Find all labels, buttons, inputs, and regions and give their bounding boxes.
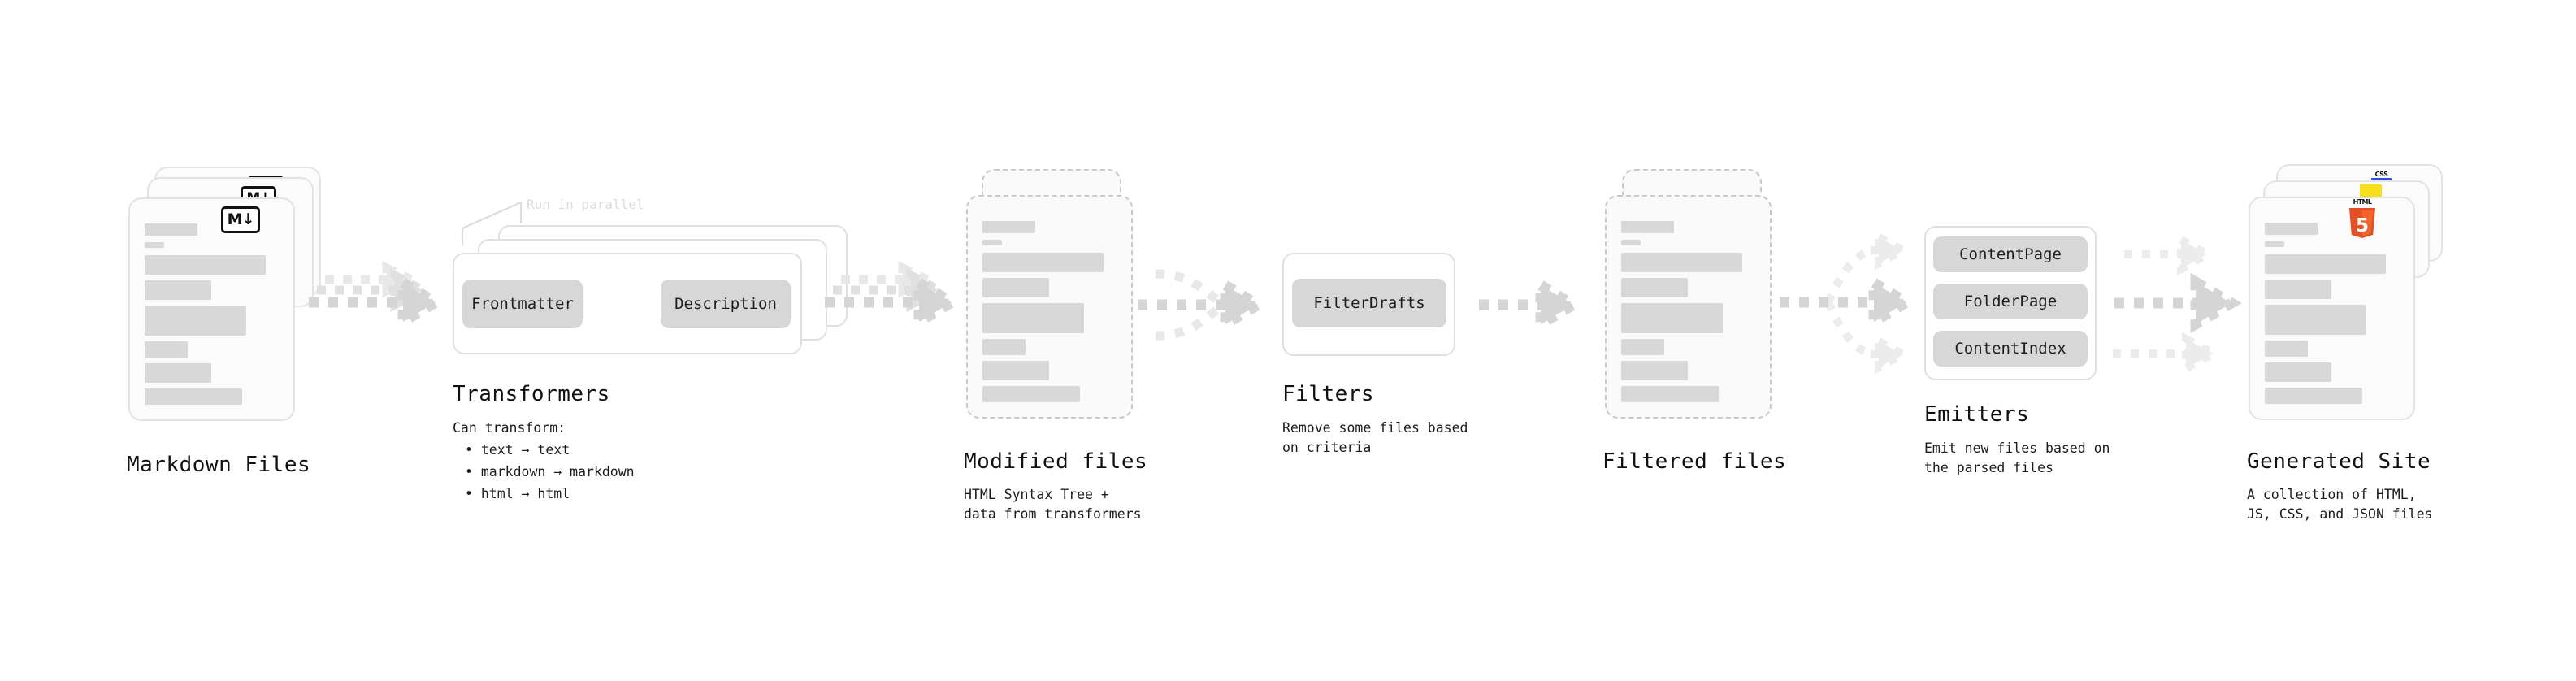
- card-line: [2265, 305, 2366, 335]
- card-line: [2265, 362, 2331, 382]
- stage-title-transformers: Transformers: [453, 382, 610, 406]
- card-line: [1621, 339, 1664, 355]
- connector-filtered-to-emitters: [1780, 230, 1917, 375]
- card-line: [1621, 221, 1674, 233]
- modified-file-card-front: [966, 195, 1133, 419]
- card-line: [2265, 254, 2386, 274]
- card-line: [2265, 241, 2284, 247]
- markdown-badge-arrow: ↓: [241, 210, 255, 228]
- transformers-subtitle: Can transform:: [453, 420, 566, 436]
- card-line: [1621, 278, 1688, 297]
- stage-title-filtered-files: Filtered files: [1602, 449, 1787, 474]
- filtered-file-card-front: [1605, 195, 1772, 419]
- card-line: [145, 341, 188, 358]
- card-line: [982, 240, 1002, 245]
- html5-badge-digit: 5: [2356, 215, 2369, 236]
- card-line: [982, 221, 1035, 233]
- emitters-subtitle: Emit new files based on the parsed files: [1924, 440, 2110, 475]
- transformers-bullet-0: • text → text: [465, 442, 570, 458]
- filters-subtitle: Remove some files based on criteria: [1282, 420, 1468, 455]
- card-line: [1621, 386, 1719, 402]
- stage-title-markdown-files: Markdown Files: [127, 453, 311, 477]
- connector-md-to-transformers: [309, 261, 446, 332]
- stage-title-filters: Filters: [1282, 382, 1375, 406]
- emitters-chip-folderpage[interactable]: FolderPage: [1933, 284, 2088, 319]
- card-line: [1621, 240, 1641, 245]
- site-file-card-front: [2249, 197, 2415, 420]
- css-badge-label: CSS: [2374, 171, 2388, 178]
- card-line: [145, 388, 242, 405]
- card-line: [145, 280, 211, 300]
- markdown-badge-letter: M: [227, 210, 243, 228]
- card-line: [145, 363, 211, 383]
- connector-modified-to-filters: [1138, 269, 1268, 340]
- stage-title-modified-files: Modified files: [964, 449, 1148, 474]
- card-line: [145, 242, 164, 248]
- card-line: [145, 223, 197, 236]
- transformers-bullet-1: • markdown → markdown: [465, 464, 635, 479]
- card-line: [982, 386, 1080, 402]
- html5-badge-label: HTML: [2353, 198, 2372, 206]
- html5-badge: HTML 5: [2348, 198, 2377, 241]
- card-line: [2265, 280, 2331, 299]
- markdown-file-card-front: [128, 197, 295, 421]
- markdown-badge-front: M↓: [221, 206, 260, 233]
- run-in-parallel-label: Run in parallel: [527, 197, 644, 212]
- card-line: [2265, 388, 2362, 404]
- card-line: [1621, 253, 1742, 272]
- generated-site-subtitle: A collection of HTML, JS, CSS, and JSON …: [2247, 487, 2433, 522]
- card-line: [982, 303, 1084, 333]
- transformer-chip-frontmatter[interactable]: Frontmatter: [462, 280, 583, 328]
- card-line: [1621, 303, 1723, 333]
- connector-filters-to-filtered: [1479, 275, 1584, 334]
- card-line: [2265, 340, 2308, 357]
- emitters-chip-contentpage[interactable]: ContentPage: [1933, 236, 2088, 272]
- card-line: [982, 278, 1049, 297]
- stage-title-emitters: Emitters: [1924, 402, 2030, 427]
- card-line: [145, 306, 246, 336]
- css-badge: CSS: [2371, 171, 2392, 181]
- stage-title-generated-site: Generated Site: [2247, 449, 2431, 474]
- run-in-parallel-bracket: [461, 201, 523, 246]
- modified-files-subtitle: HTML Syntax Tree + data from transformer…: [964, 487, 1142, 522]
- connector-emitters-to-site: [2113, 232, 2242, 375]
- emitters-chip-contentindex[interactable]: ContentIndex: [1933, 331, 2088, 367]
- filters-chip-filterdrafts[interactable]: FilterDrafts: [1292, 279, 1446, 327]
- transformer-chip-description[interactable]: Description: [661, 280, 791, 328]
- js-badge: [2360, 184, 2382, 199]
- connector-transformers-to-modified: [825, 261, 962, 332]
- card-line: [982, 339, 1026, 355]
- transformers-bullet-2: • html → html: [465, 486, 570, 501]
- card-line: [982, 253, 1104, 272]
- card-line: [2265, 223, 2318, 235]
- card-line: [1621, 361, 1688, 380]
- card-line: [982, 361, 1049, 380]
- card-line: [145, 255, 266, 275]
